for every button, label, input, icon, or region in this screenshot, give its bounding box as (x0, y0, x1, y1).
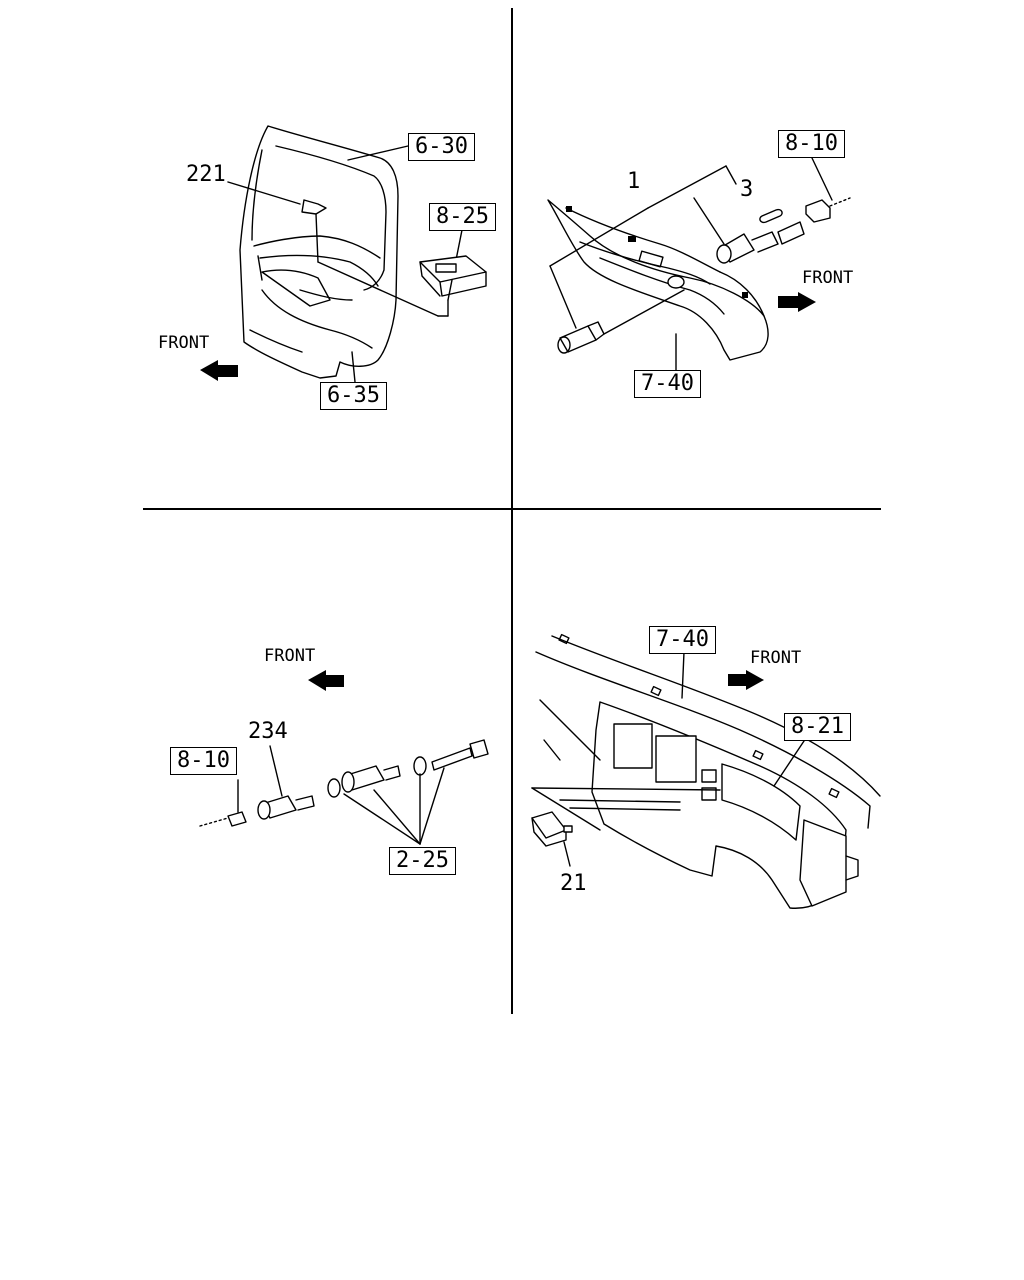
front-label: FRONT (158, 333, 210, 353)
ref-box-6-35[interactable]: 6-35 (320, 382, 387, 410)
sensor-connector-part (199, 811, 247, 827)
socket-part (557, 321, 605, 354)
bulb-holder-part (716, 221, 805, 264)
cluster-panel-illustration (547, 199, 769, 361)
vertical-divider (511, 8, 513, 1014)
ref-box-8-21[interactable]: 8-21 (784, 713, 851, 741)
window-switch-part (419, 255, 487, 297)
front-arrow-icon (778, 292, 816, 312)
ref-box-8-10[interactable]: 8-10 (170, 747, 237, 775)
cluster-leader-lines (549, 157, 833, 371)
part-number-234: 234 (248, 719, 288, 744)
horizontal-divider (143, 508, 881, 510)
ref-box-8-25[interactable]: 8-25 (429, 203, 496, 231)
front-arrow-icon (200, 360, 238, 381)
ref-box-6-30[interactable]: 6-30 (408, 133, 475, 161)
door-trim-illustration (239, 125, 399, 379)
dashboard-leader-lines (531, 651, 807, 867)
speed-sensor-part (327, 739, 489, 798)
bulb-part (759, 208, 783, 224)
ref-box-7-40[interactable]: 7-40 (634, 370, 701, 398)
ref-box-8-10[interactable]: 8-10 (778, 130, 845, 158)
front-label: FRONT (264, 646, 316, 666)
sensor-cap-part (257, 795, 315, 820)
front-label: FRONT (802, 268, 854, 288)
dashboard-illustration (535, 633, 881, 909)
dash-switch-part (531, 811, 573, 847)
front-arrow-icon (308, 670, 344, 691)
part-number-221: 221 (186, 162, 226, 187)
front-label: FRONT (750, 648, 802, 668)
part-number-21: 21 (560, 871, 587, 896)
ref-box-2-25[interactable]: 2-25 (389, 847, 456, 875)
sensor-leader-lines (237, 745, 445, 845)
front-arrow-icon (728, 670, 764, 690)
door-leader-lines (227, 145, 463, 383)
part-number-3: 3 (740, 177, 754, 202)
ref-box-7-40[interactable]: 7-40 (649, 626, 716, 654)
part-number-1: 1 (627, 169, 641, 194)
connector-part (805, 197, 851, 223)
